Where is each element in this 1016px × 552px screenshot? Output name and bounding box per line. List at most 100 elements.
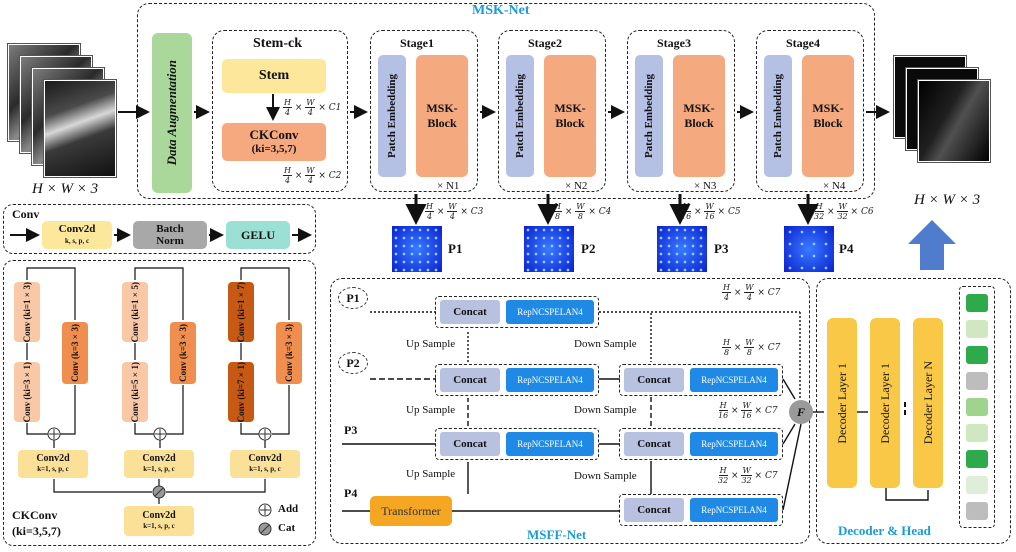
stage-title: Stage4	[786, 36, 820, 50]
p2-input-circle: P2	[338, 352, 368, 374]
stage-repeat: × N1	[437, 180, 460, 192]
p3-input-label: P3	[344, 423, 358, 437]
stage-repeat: × N3	[694, 180, 717, 192]
decoder-head-title: Decoder & Head	[838, 523, 931, 538]
concat-box: Concat	[624, 498, 684, 522]
ckconv-box: CKConv (ki=3,5,7)	[222, 123, 326, 161]
conv-3x3-branch1: Conv (k=3×3)	[62, 322, 88, 384]
gelu-box: GELU	[226, 221, 290, 249]
batch-norm-box: Batch Norm	[133, 221, 207, 249]
conv-3x3-branch3: Conv (k=3×3)	[276, 322, 302, 384]
input-size-label: H × W × 3	[32, 181, 99, 197]
transformer-box: Transformer	[370, 496, 452, 526]
patch-embedding-box: Patch Embedding	[506, 55, 534, 177]
repncspelan4-box: RepNCSPELAN4	[506, 368, 594, 392]
stem-ck-title: Stem-ck	[253, 36, 302, 51]
patch-embedding-box: Patch Embedding	[635, 55, 663, 177]
p1-label: P1	[448, 241, 463, 256]
stage-title: Stage1	[400, 36, 434, 50]
ckconv-detail-sub: (ki=3,5,7)	[12, 524, 61, 538]
decoder-layer-2: Decoder Layer 1	[870, 318, 900, 488]
concat-box: Concat	[624, 432, 684, 456]
repncspelan4-box: RepNCSPELAN4	[690, 368, 778, 392]
stage-repeat: × N2	[565, 180, 588, 192]
stem-ck-container	[212, 30, 348, 192]
up-arrow-icon	[908, 220, 956, 270]
head-token-column	[959, 286, 995, 528]
p1-heatmap	[392, 226, 442, 272]
stage-title: Stage2	[528, 36, 562, 50]
cat-icon	[258, 522, 272, 536]
concat-box: Concat	[440, 300, 500, 324]
ckconv-detail-container	[3, 260, 316, 546]
conv-3x3-branch2: Conv (k=3×3)	[170, 322, 196, 384]
conv-3x1: Conv (ki=3×1)	[14, 362, 40, 422]
stem-box: Stem	[222, 59, 326, 93]
conv-def-container	[3, 204, 316, 254]
conv-1x5: Conv (ki=1×5)	[122, 282, 148, 342]
p2-label: P2	[581, 241, 596, 256]
up-sample-label: Up Sample	[406, 404, 456, 416]
decoder-layer-n: Decoder Layer N	[913, 318, 943, 488]
msk-block-box: MSK- Block	[673, 55, 725, 177]
down-sample-label: Down Sample	[574, 338, 637, 350]
output-size-label: H × W × 3	[914, 192, 981, 208]
concat-box: Concat	[440, 432, 500, 456]
stage-repeat: × N4	[823, 180, 846, 192]
msk-block-box: MSK- Block	[802, 55, 854, 177]
decoder-layer-1: Decoder Layer 1	[827, 318, 857, 488]
data-augmentation-box: Data Augmentation	[152, 33, 192, 193]
add-icon	[258, 503, 272, 517]
msk-net-title: MSK-Net	[472, 3, 530, 18]
p4-input-label: P4	[344, 486, 358, 500]
add-legend-label: Add	[278, 503, 299, 515]
up-sample-label: Up Sample	[406, 338, 456, 350]
decoder-head-container	[816, 278, 1011, 544]
repncspelan4-box: RepNCSPELAN4	[690, 498, 778, 522]
patch-embedding-box: Patch Embedding	[764, 55, 792, 177]
p3-label: P3	[714, 241, 729, 256]
p1-input-circle: P1	[338, 287, 368, 309]
msk-net-container	[137, 3, 875, 199]
patch-embedding-box: Patch Embedding	[378, 55, 406, 177]
concat-box: Concat	[440, 368, 500, 392]
p4-label: P4	[839, 241, 854, 256]
p2-heatmap	[524, 226, 574, 272]
repncspelan4-box: RepNCSPELAN4	[506, 432, 594, 456]
down-sample-label: Down Sample	[574, 470, 637, 482]
conv-5x1: Conv (ki=5×1)	[122, 362, 148, 422]
msk-block-box: MSK- Block	[544, 55, 596, 177]
repncspelan4-box: RepNCSPELAN4	[506, 300, 594, 324]
conv-1x7: Conv (ki=1×7)	[228, 282, 254, 342]
conv-7x1: Conv (ki=7×1)	[228, 362, 254, 422]
conv-def-label: Conv	[12, 207, 40, 221]
conv-1x3: Conv (ki=1×3)	[14, 282, 40, 342]
p3-heatmap	[657, 226, 707, 272]
p4-heatmap	[784, 226, 834, 272]
ckconv-detail-label: CKConv	[12, 508, 58, 522]
repncspelan4-box: RepNCSPELAN4	[690, 432, 778, 456]
msk-block-box: MSK- Block	[416, 55, 468, 177]
stage-title: Stage3	[657, 36, 691, 50]
cat-legend-label: Cat	[278, 522, 296, 534]
up-sample-label: Up Sample	[406, 468, 456, 480]
fusion-f-circle: F	[789, 400, 813, 424]
concat-box: Concat	[624, 368, 684, 392]
down-sample-label: Down Sample	[574, 404, 637, 416]
msff-net-title: MSFF-Net	[527, 527, 587, 542]
